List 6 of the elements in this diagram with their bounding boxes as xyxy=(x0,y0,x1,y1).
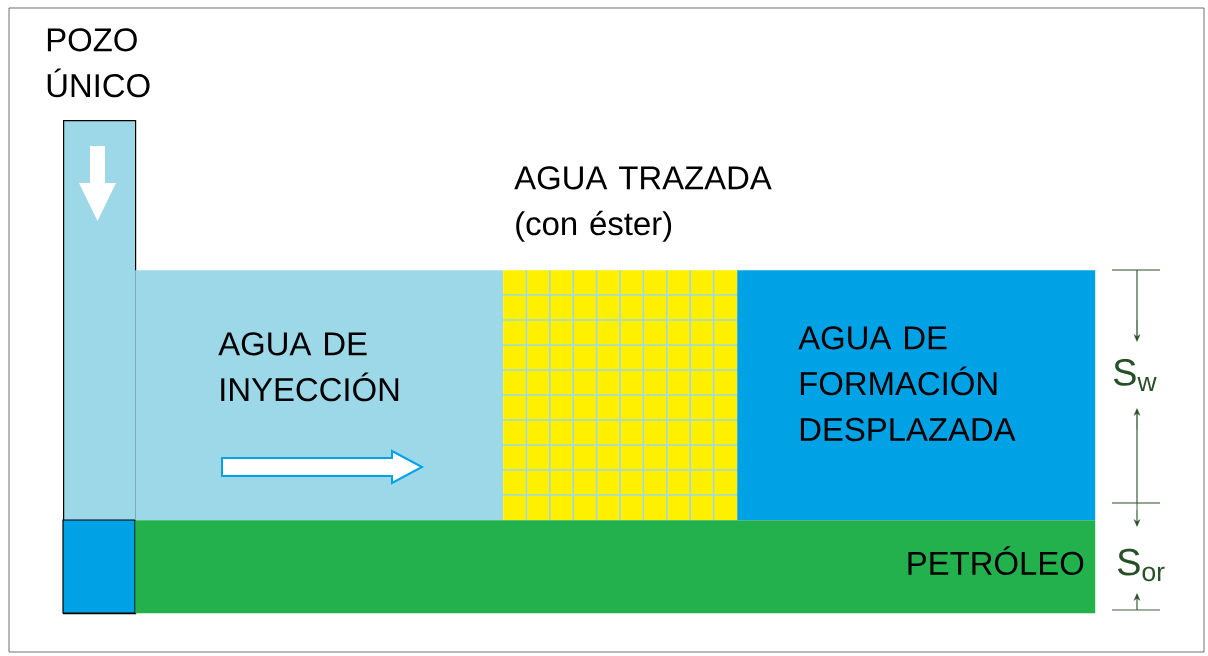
node-label: AGUA DE INYECCIÓN xyxy=(218,332,399,402)
node-label: AGUA TRAZADA (con éster) xyxy=(514,166,772,242)
oil-layer: PETRÓLEO xyxy=(135,520,1096,614)
formation-water-region: AGUA DE FORMACIÓN DESPLAZADA xyxy=(737,270,1096,521)
saturation-label: S$_{or}$ xyxy=(1117,548,1165,582)
node-label: POZO ÚNICO xyxy=(47,28,150,98)
